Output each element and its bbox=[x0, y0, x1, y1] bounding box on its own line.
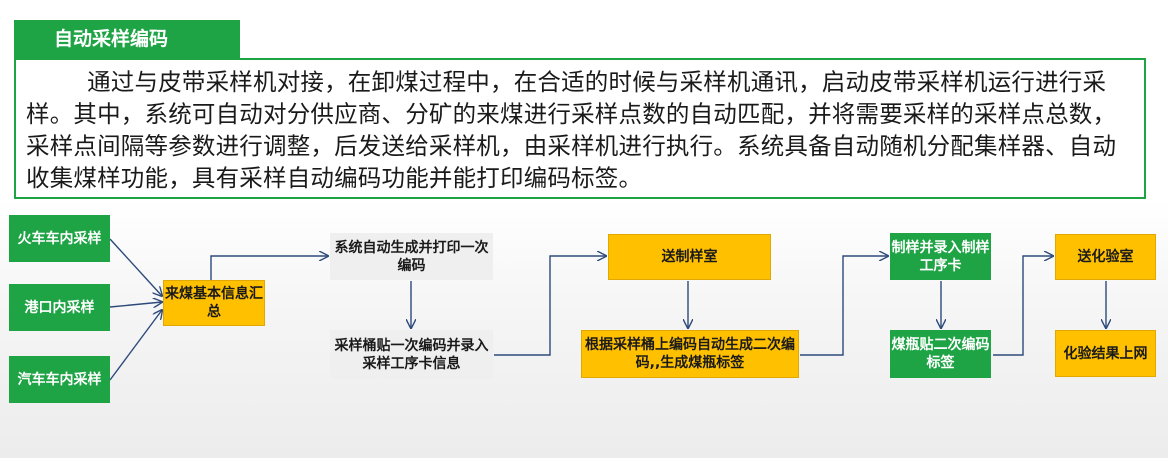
edge-truck-summary bbox=[109, 310, 162, 381]
node-prep-card: 制样并录入制样工序卡 bbox=[890, 233, 991, 280]
node-stick-code: 采样桶贴一次编码并录入采样工序卡信息 bbox=[330, 330, 493, 379]
node-send-lab: 送化验室 bbox=[1055, 234, 1156, 280]
edge-port-summary bbox=[109, 302, 162, 307]
edge-train-summary bbox=[109, 238, 162, 296]
node-port-sampling: 港口内采样 bbox=[9, 284, 110, 331]
node-upload-result: 化验结果上网 bbox=[1055, 330, 1156, 377]
node-bottle-code: 煤瓶贴二次编码标签 bbox=[890, 330, 991, 378]
edge-bottle-sendlab bbox=[993, 256, 1053, 356]
node-second-code: 根据采样桶上编码自动生成二次编码,,生成煤瓶标签 bbox=[581, 330, 799, 378]
description-text: 通过与皮带采样机对接，在卸煤过程中，在合适的时候与采样机通讯，启动皮带采样机运行… bbox=[26, 68, 1117, 192]
node-send-prep-room: 送制样室 bbox=[608, 234, 771, 280]
node-truck-sampling: 汽车车内采样 bbox=[9, 356, 110, 403]
node-train-sampling: 火车车内采样 bbox=[9, 215, 110, 262]
edge-summary-gencode bbox=[210, 256, 328, 280]
section-title: 自动采样编码 bbox=[14, 20, 240, 58]
node-info-summary: 来煤基本信息汇总 bbox=[163, 280, 265, 326]
edge-second-prepcard bbox=[800, 256, 888, 356]
edge-stick-sendprep bbox=[494, 256, 606, 356]
description-box: 通过与皮带采样机对接，在卸煤过程中，在合适的时候与采样机通讯，启动皮带采样机运行… bbox=[14, 58, 1146, 199]
node-generate-code: 系统自动生成并打印一次编码 bbox=[330, 233, 493, 280]
